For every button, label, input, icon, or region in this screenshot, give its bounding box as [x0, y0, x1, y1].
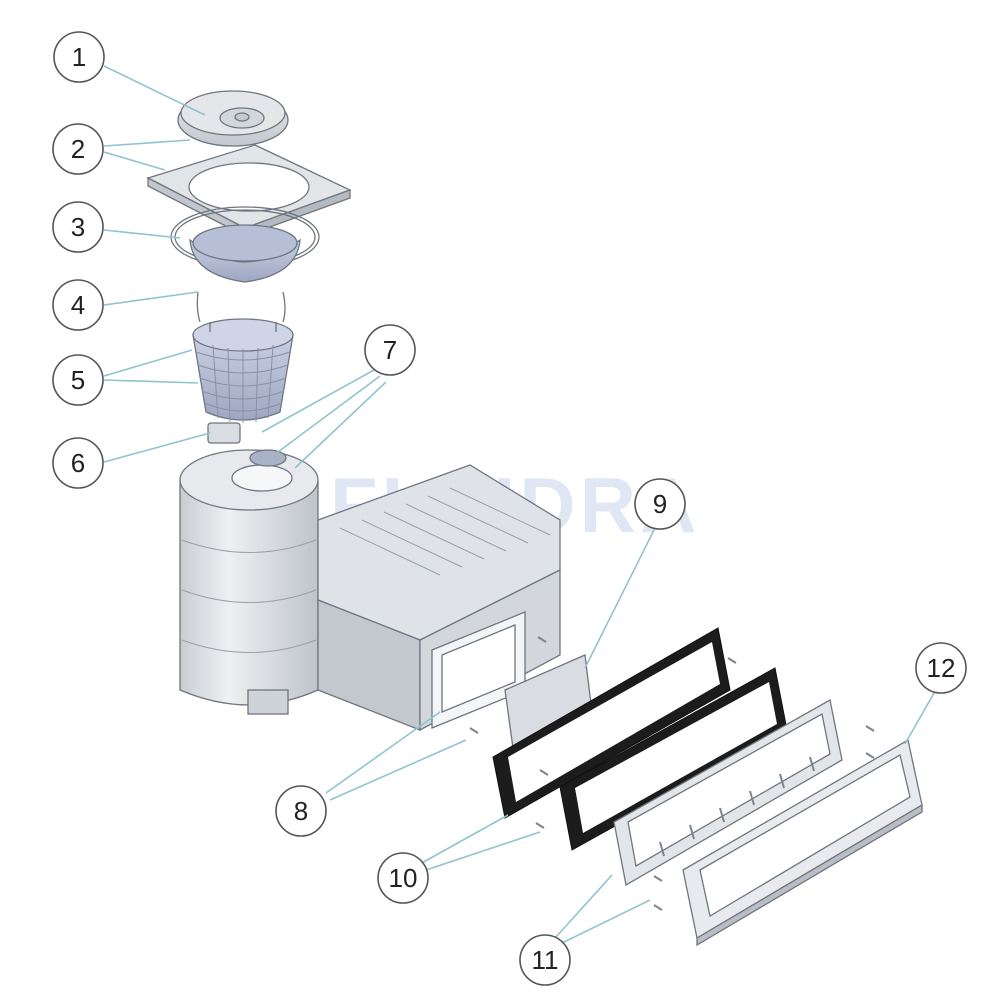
callout-4: 4	[52, 279, 104, 331]
part-lid	[177, 90, 289, 147]
callout-7: 7	[364, 324, 416, 376]
callout-5-label: 5	[71, 365, 85, 395]
part-basket-handle	[196, 291, 286, 323]
leader-lines	[103, 65, 939, 944]
part-flap	[207, 422, 241, 444]
callout-9: 9	[634, 478, 686, 530]
callout-4-label: 4	[71, 290, 85, 320]
part-skimmer-body	[179, 449, 561, 732]
part-basket	[192, 318, 294, 423]
part-mounting-frame	[613, 698, 843, 887]
callout-12-label: 12	[927, 653, 956, 683]
callout-6: 6	[52, 437, 104, 489]
part-square-frame	[146, 144, 352, 238]
callout-11: 11	[519, 934, 571, 986]
callout-2: 2	[52, 123, 104, 175]
callout-8: 8	[275, 785, 327, 837]
callout-1-label: 1	[72, 42, 86, 72]
callout-11-label: 11	[532, 945, 559, 975]
callout-6-label: 6	[71, 448, 85, 478]
callout-1: 1	[53, 31, 105, 83]
part-face-plate	[682, 738, 923, 947]
screws	[469, 636, 875, 911]
callout-9-label: 9	[653, 489, 667, 519]
callout-10-label: 10	[389, 863, 418, 893]
callout-3: 3	[52, 201, 104, 253]
callout-5: 5	[52, 354, 104, 406]
callout-3-label: 3	[71, 212, 85, 242]
callout-2-label: 2	[71, 134, 85, 164]
callout-12: 12	[915, 642, 967, 694]
callout-10: 10	[377, 852, 429, 904]
callout-8-label: 8	[294, 796, 308, 826]
part-gasket-1	[492, 627, 731, 819]
callout-7-label: 7	[383, 335, 397, 365]
